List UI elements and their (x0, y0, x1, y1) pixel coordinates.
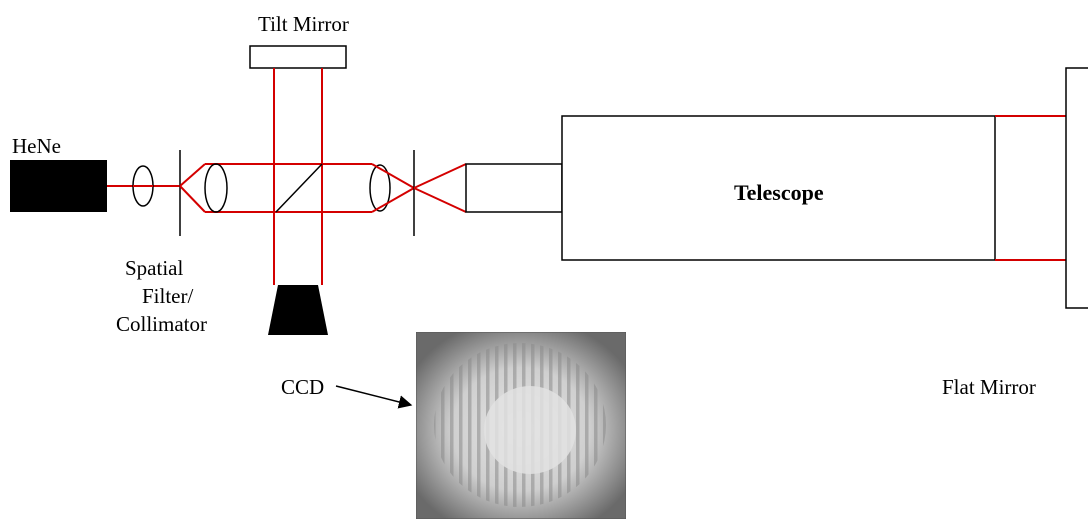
hene-label: HeNe (12, 134, 61, 158)
interferogram-image (416, 332, 626, 519)
tilt-mirror (249, 45, 347, 69)
flat-mirror (1065, 67, 1088, 309)
tilt-mirror-label: Tilt Mirror (258, 12, 349, 36)
flat-mirror-label: Flat Mirror (942, 375, 1036, 399)
diverging-beam-bottom (179, 185, 206, 213)
collimating-lens (204, 163, 228, 213)
output-beam-bottom (413, 187, 467, 213)
telescope-label: Telescope (734, 180, 824, 205)
converging-beam-bottom (371, 187, 415, 213)
ccd-label: CCD (281, 375, 324, 399)
spatial-filter-label-line1: Spatial (125, 256, 183, 280)
converging-beam-top (371, 163, 415, 189)
beamsplitter (275, 163, 323, 213)
hene-laser (10, 160, 107, 212)
spatial-filter-label-line2: Filter/ (142, 284, 193, 308)
ccd-camera (268, 285, 328, 335)
telescope-body (561, 115, 996, 261)
telescope-coupling-lens (369, 164, 391, 212)
output-beam-top (413, 163, 467, 189)
ccd-pointer-arrow (335, 385, 413, 409)
diverging-beam-top (179, 163, 206, 187)
spatial-filter-label-line3: Collimator (116, 312, 207, 336)
telescope-eyepiece (465, 163, 563, 213)
